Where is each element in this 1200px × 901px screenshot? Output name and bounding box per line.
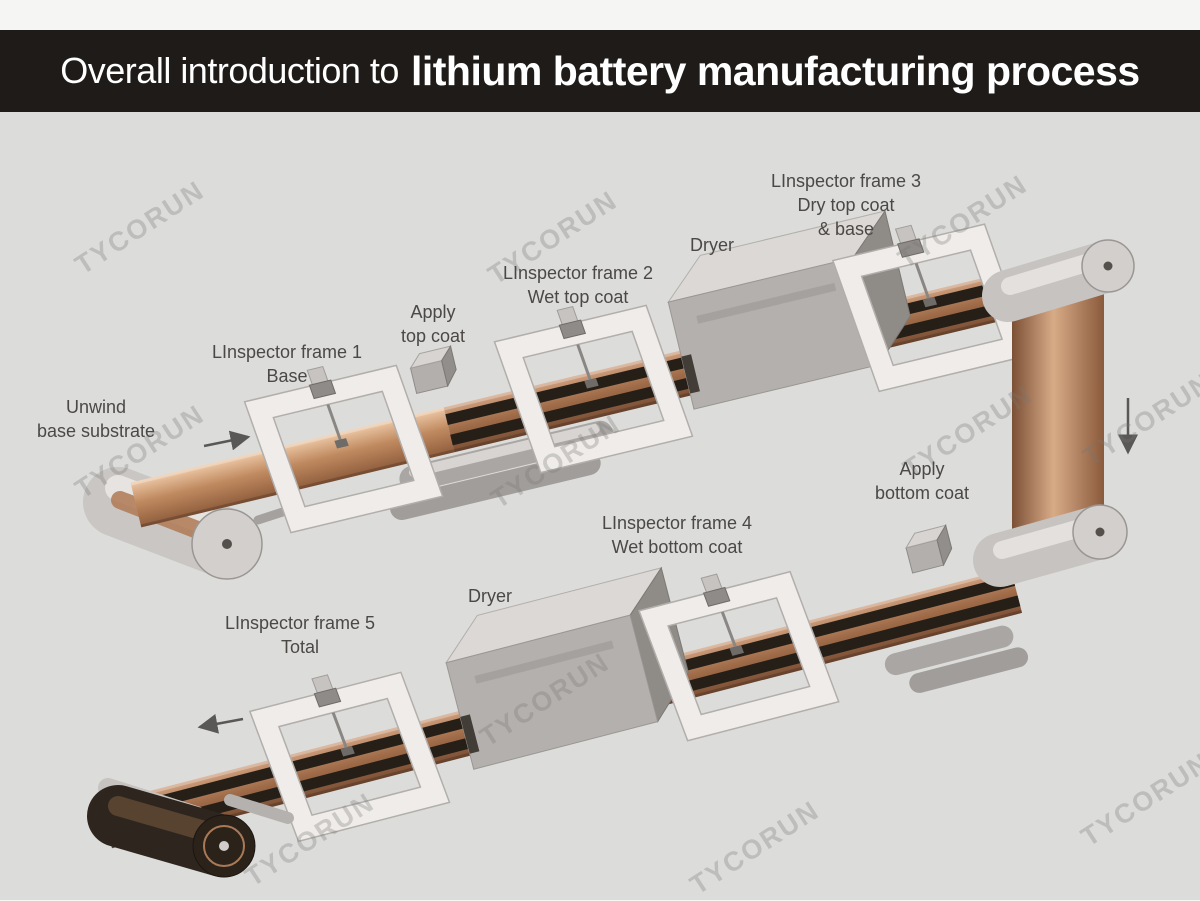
label-frame-2: LInspector frame 2 Wet top coat	[503, 262, 653, 310]
label-line: Dry top coat	[797, 194, 895, 215]
label-dryer-top: Dryer	[690, 234, 734, 258]
label-line: Wet top coat	[527, 286, 629, 307]
label-line: Apply	[899, 459, 945, 479]
bottom-coat-applicator	[902, 524, 956, 574]
label-line: LInspector frame 4	[601, 513, 753, 533]
label-frame-3: LInspector frame 3 Dry top coat & base	[771, 170, 921, 241]
coater-roller	[909, 647, 1029, 693]
label-line: Wet bottom coat	[611, 536, 743, 557]
page-title-bold: lithium battery manufacturing process	[410, 47, 1140, 94]
top-coat-applicator	[407, 345, 460, 394]
label-dryer-bottom: Dryer	[468, 585, 512, 609]
label-line: Dryer	[468, 586, 512, 606]
label-line: Unwind	[65, 397, 127, 417]
label-line: Total	[280, 636, 320, 657]
top-line	[130, 207, 1033, 535]
label-line: base substrate	[36, 420, 156, 441]
label-line: LInspector frame 5	[224, 613, 376, 633]
coater-roller	[399, 420, 614, 492]
label-frame-5: LInspector frame 5 Total	[225, 612, 375, 660]
label-line: bottom coat	[874, 482, 970, 503]
bottom-line	[100, 524, 1029, 849]
coater-roller	[884, 625, 1014, 676]
rewind-roll	[87, 778, 294, 878]
title-banner: Overall introduction to lithium battery …	[0, 30, 1200, 112]
label-line: LInspector frame 2	[502, 263, 654, 283]
flow-arrow-left-icon	[197, 713, 244, 734]
web-substrate	[130, 407, 455, 528]
label-line: Dryer	[690, 235, 734, 255]
label-apply-top-coat: Apply top coat	[401, 301, 465, 349]
label-frame-1: LInspector frame 1 Base	[212, 341, 362, 389]
flow-arrow-right-icon	[203, 430, 251, 451]
label-apply-bottom-coat: Apply bottom coat	[875, 458, 969, 506]
page-title-regular: Overall introduction to	[60, 50, 399, 91]
label-line: Base	[266, 365, 308, 386]
label-line: & base	[817, 218, 875, 239]
label-line: Apply	[410, 302, 456, 322]
label-unwind: Unwind base substrate	[37, 396, 155, 444]
label-line: LInspector frame 1	[211, 342, 363, 362]
label-line: LInspector frame 3	[770, 171, 922, 191]
vertical-web	[1012, 272, 1104, 573]
label-line: top coat	[400, 325, 466, 346]
label-frame-4: LInspector frame 4 Wet bottom coat	[602, 512, 752, 560]
coater-roller	[389, 451, 601, 521]
